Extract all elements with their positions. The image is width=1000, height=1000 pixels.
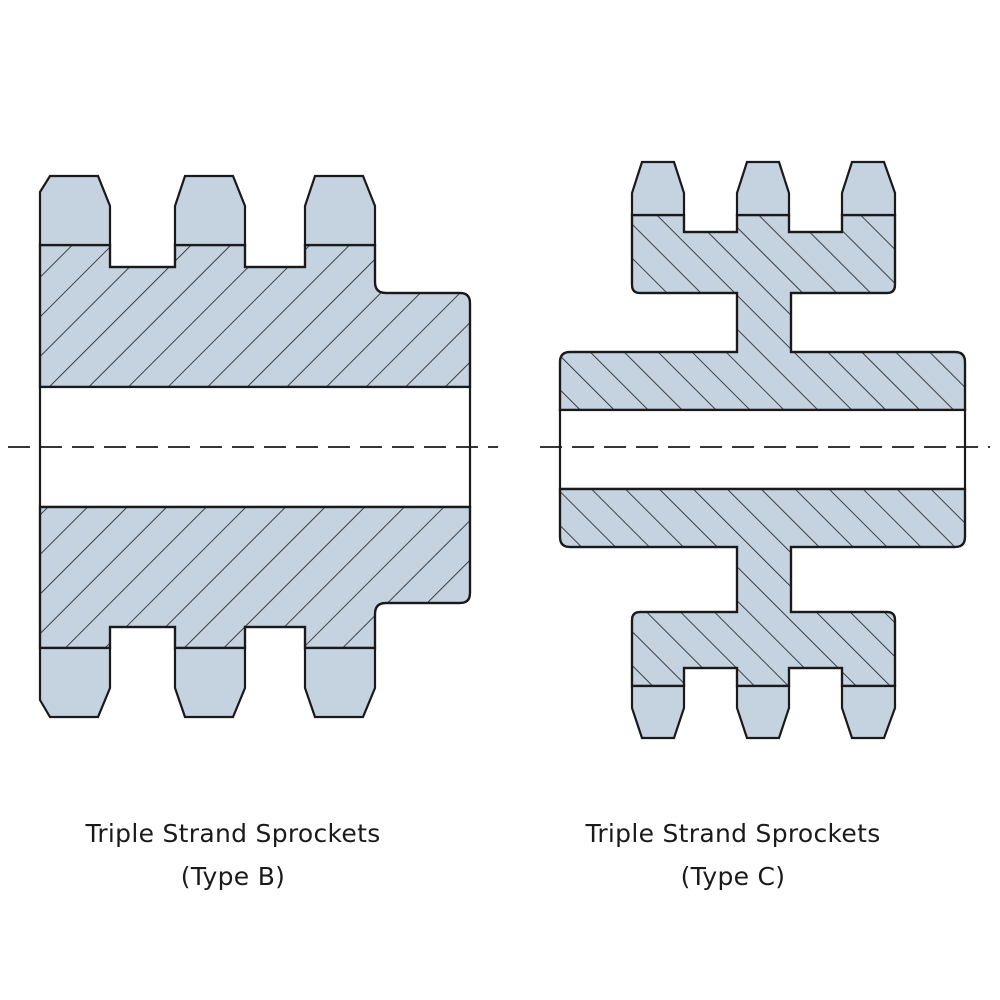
type-c-caption-title: Triple Strand Sprockets bbox=[585, 819, 881, 848]
type-c-caption: Triple Strand Sprockets (Type C) bbox=[523, 812, 943, 898]
type-b-upper-tooth-1 bbox=[38, 174, 112, 247]
type-b-lower-tooth-1 bbox=[38, 646, 112, 719]
type-c-lower-tooth-1 bbox=[630, 684, 686, 740]
type-b-caption: Triple Strand Sprockets (Type B) bbox=[23, 812, 443, 898]
type-b-lower-tooth-2 bbox=[173, 646, 247, 719]
type-b-lower-section bbox=[38, 505, 472, 719]
type-b-lower-tooth-3 bbox=[303, 646, 377, 719]
type-b-upper-hatch bbox=[38, 243, 472, 389]
type-c-upper-section bbox=[558, 160, 967, 412]
type-b-caption-type: (Type B) bbox=[180, 862, 286, 891]
type-b-caption-title: Triple Strand Sprockets bbox=[85, 819, 381, 848]
type-c-lower-section bbox=[558, 487, 967, 740]
type-c-lower-tooth-3 bbox=[840, 684, 897, 740]
type-c-upper-tooth-3 bbox=[840, 160, 897, 217]
type-c-bore bbox=[558, 408, 967, 491]
sprocket-type-c bbox=[540, 160, 990, 740]
type-c-lower-tooth-2 bbox=[735, 684, 791, 740]
type-c-caption-type: (Type C) bbox=[680, 862, 786, 891]
sprocket-type-b bbox=[8, 174, 498, 719]
type-b-upper-tooth-2 bbox=[173, 174, 247, 247]
type-c-upper-tooth-1 bbox=[630, 160, 686, 217]
type-b-upper-section bbox=[38, 174, 472, 389]
type-c-upper-tooth-2 bbox=[735, 160, 791, 217]
type-c-lower-hatch bbox=[558, 487, 967, 688]
type-b-upper-tooth-3 bbox=[303, 174, 377, 247]
type-b-lower-hatch bbox=[38, 505, 472, 650]
type-c-upper-hatch bbox=[558, 213, 967, 412]
